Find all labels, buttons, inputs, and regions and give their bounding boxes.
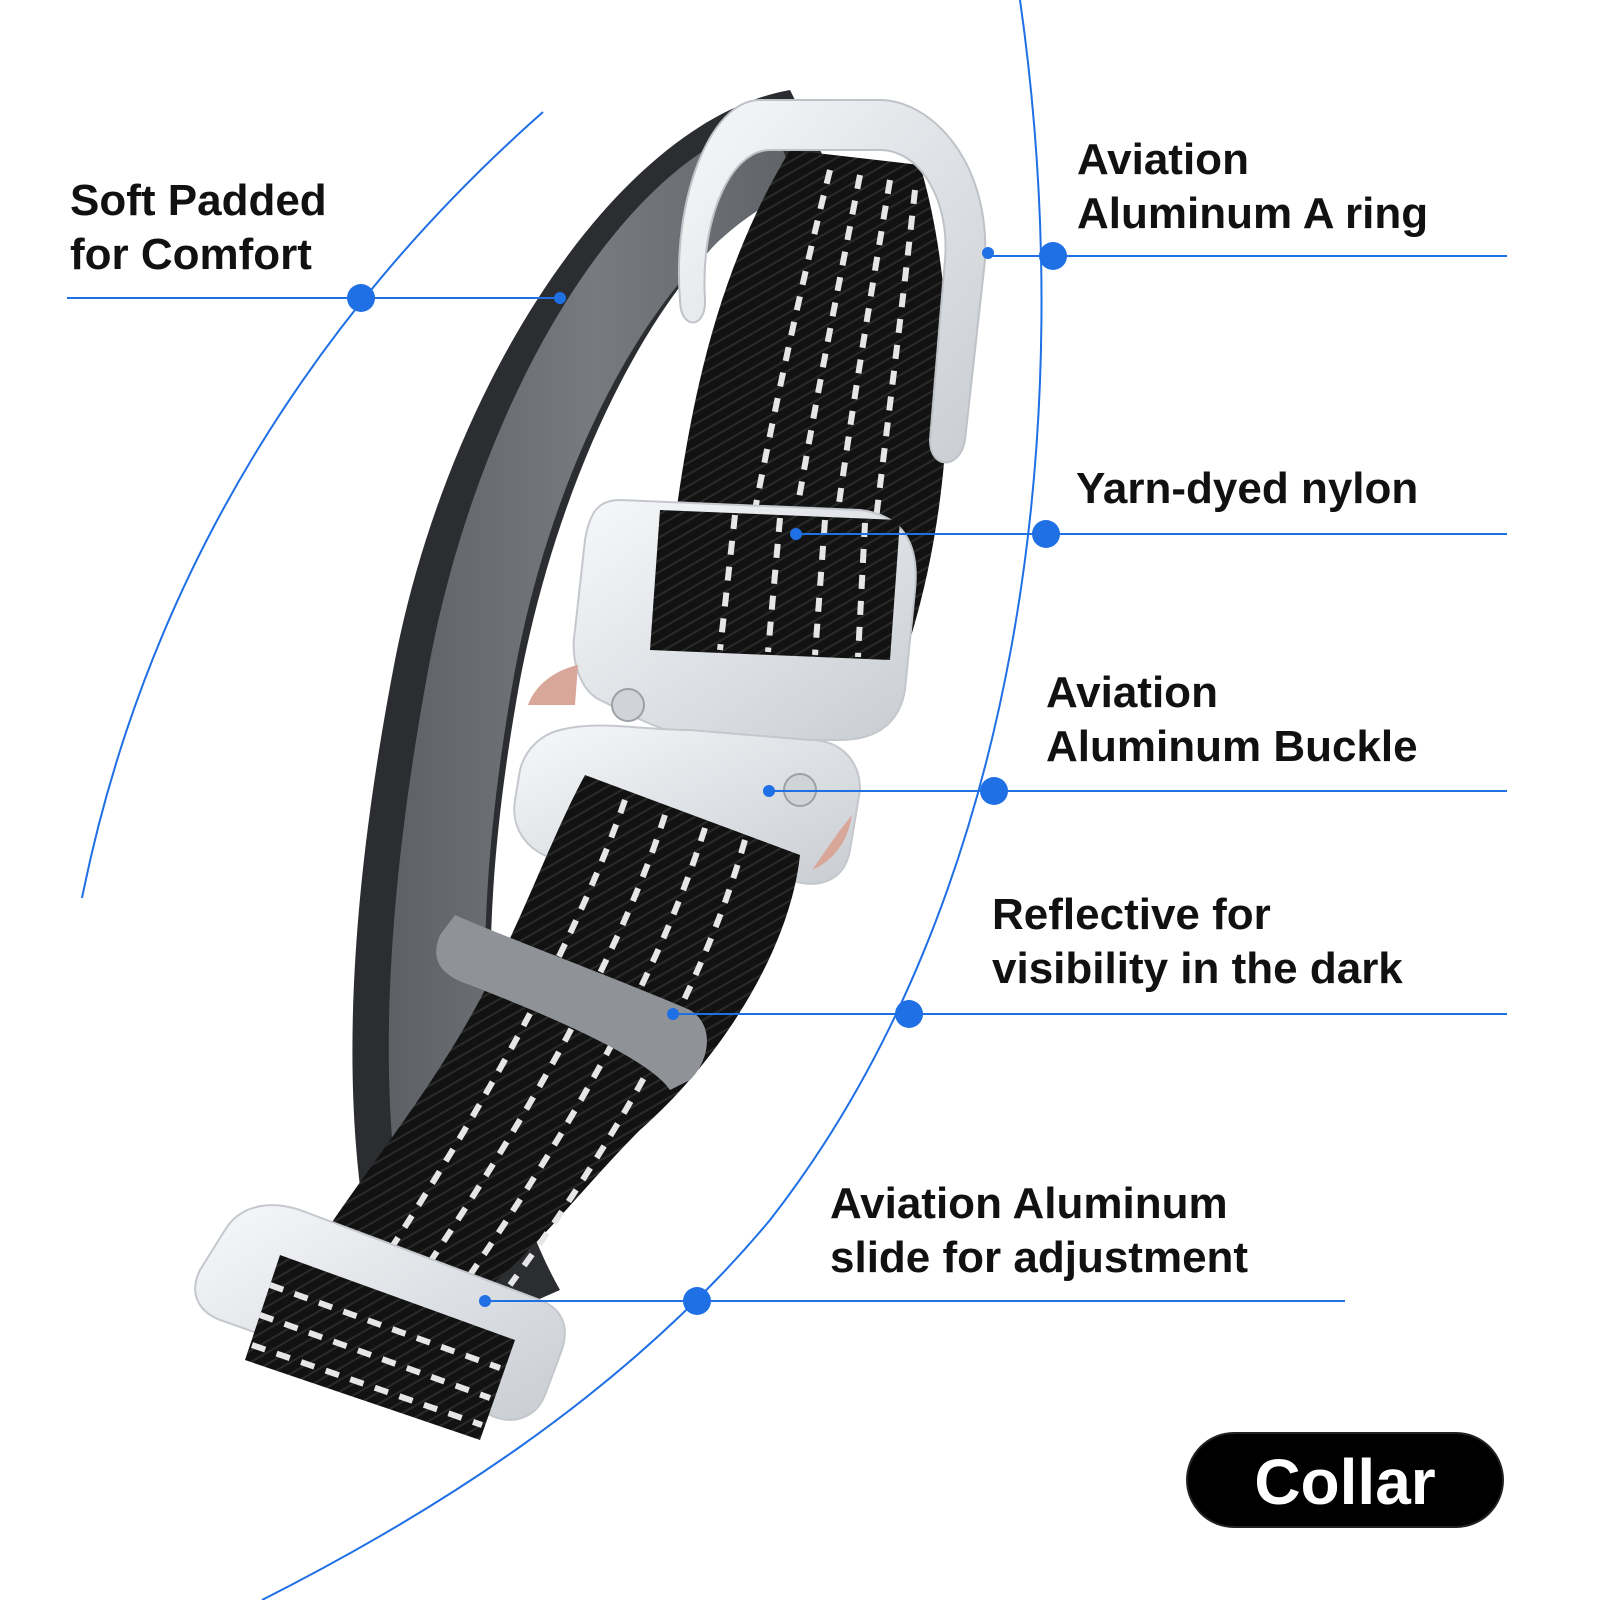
strap-keeper: [436, 915, 707, 1090]
buckle-rivet-left: [611, 688, 645, 722]
buckle-right-latch: [812, 815, 852, 870]
lower-reflective-stripes: [387, 799, 748, 1287]
callout-padded-line: [67, 284, 566, 312]
collar-badge-label: Collar: [1254, 1446, 1436, 1518]
buckle-strap-stripes: [717, 514, 868, 658]
callout-nylon-label: Yarn-dyed nylon: [1076, 464, 1419, 513]
left-arc: [81, 111, 544, 899]
callout-nylon-line: [790, 520, 1507, 548]
upper-strap-in-buckle: [650, 510, 900, 660]
a-ring: [678, 99, 987, 464]
callout-buckle-line: [763, 777, 1507, 805]
callout-reflective-line: [667, 1000, 1507, 1028]
collar-badge: Collar: [1186, 1432, 1504, 1528]
right-arc: [261, 0, 1043, 1600]
buckle-left-latch: [528, 665, 578, 705]
callout-a-ring-label: Aviation Aluminum A ring: [1077, 135, 1429, 238]
callout-buckle-label: Aviation Aluminum Buckle: [1046, 668, 1418, 771]
callout-reflective-label: Reflective for visibility in the dark: [992, 890, 1403, 993]
slide-strap: [245, 1255, 515, 1440]
callout-a-ring-line: [982, 242, 1507, 270]
callout-slide-label: Aviation Aluminum slide for adjustment: [830, 1179, 1249, 1282]
callout-padded-label: Soft Padded for Comfort: [70, 176, 327, 279]
callout-slide-line: [479, 1287, 1345, 1315]
